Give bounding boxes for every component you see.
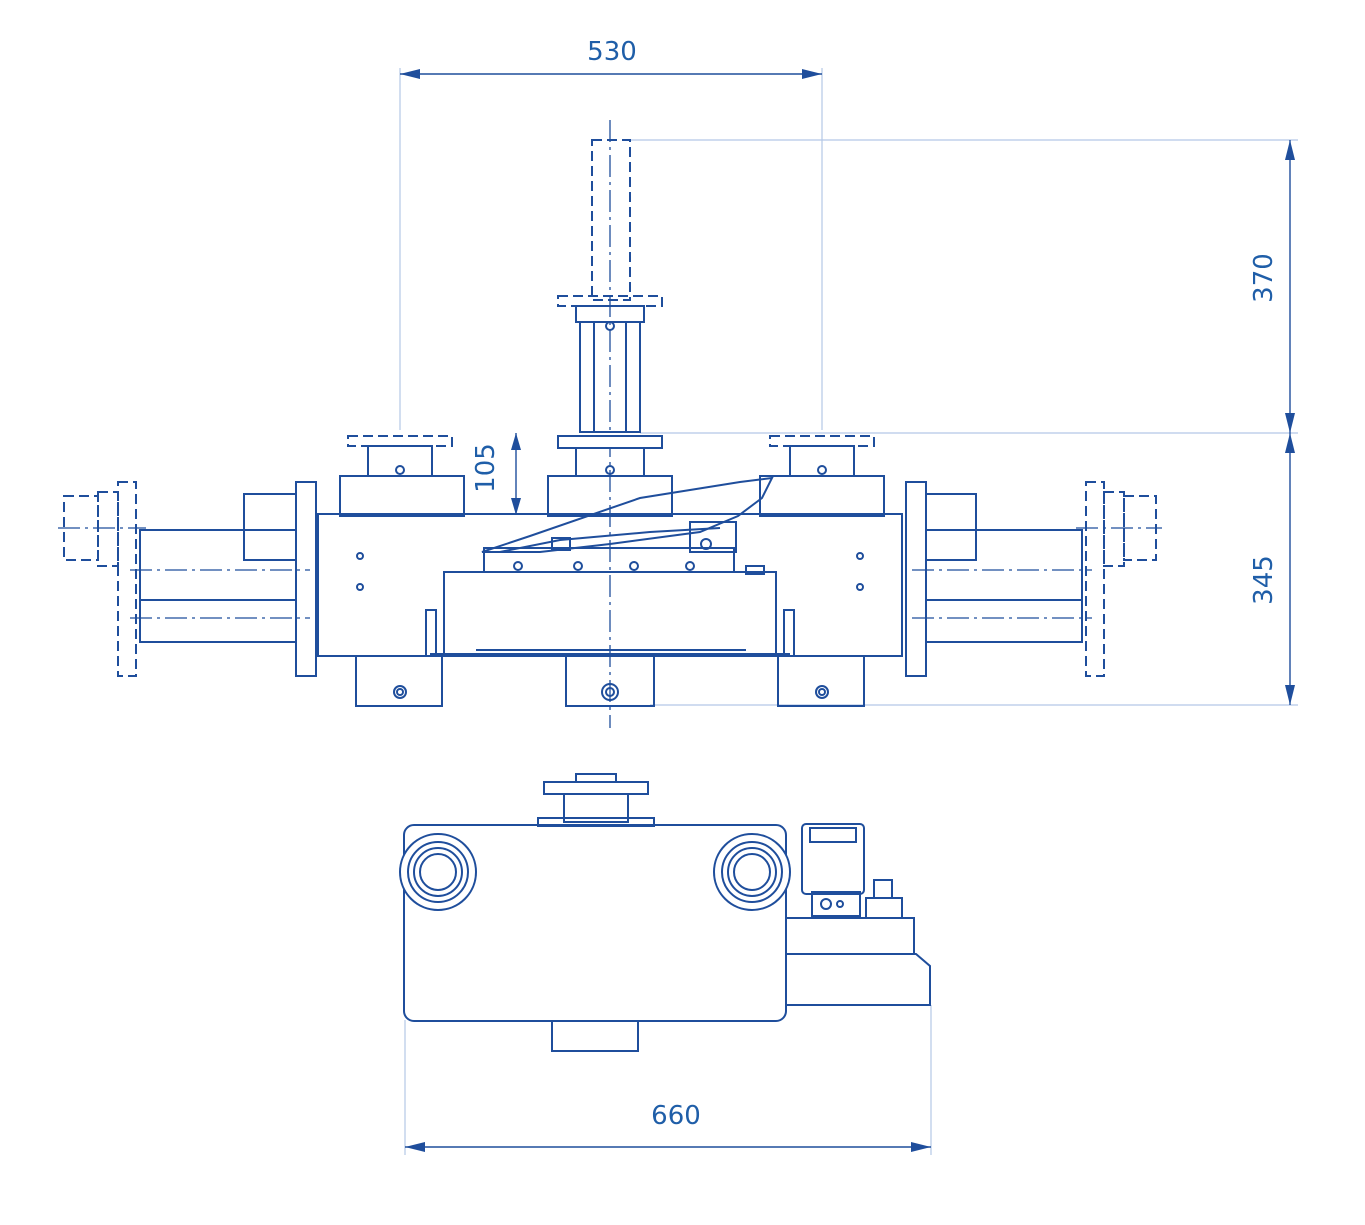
left-saddle	[339, 435, 465, 517]
right-foot	[777, 655, 865, 707]
front-view	[58, 120, 1162, 728]
right-wheel	[713, 833, 791, 911]
right-arm	[905, 481, 1162, 677]
left-foot	[355, 655, 443, 707]
left-arm	[58, 481, 317, 677]
center-foot	[565, 655, 655, 707]
dimension-label-345: 345	[1249, 555, 1279, 605]
dimension-label-530: 530	[587, 37, 637, 67]
center-saddle	[547, 435, 673, 517]
motor-unit	[785, 823, 931, 1006]
foot-pedal	[481, 476, 774, 553]
dimension-label-370: 370	[1249, 253, 1279, 303]
dimension-label-660: 660	[651, 1101, 701, 1131]
side-view	[399, 773, 931, 1052]
extended-ram	[557, 139, 663, 433]
dimension-lines	[399, 68, 1298, 1155]
left-wheel	[399, 833, 477, 911]
dimension-label-105: 105	[471, 443, 501, 493]
right-saddle	[759, 435, 885, 517]
